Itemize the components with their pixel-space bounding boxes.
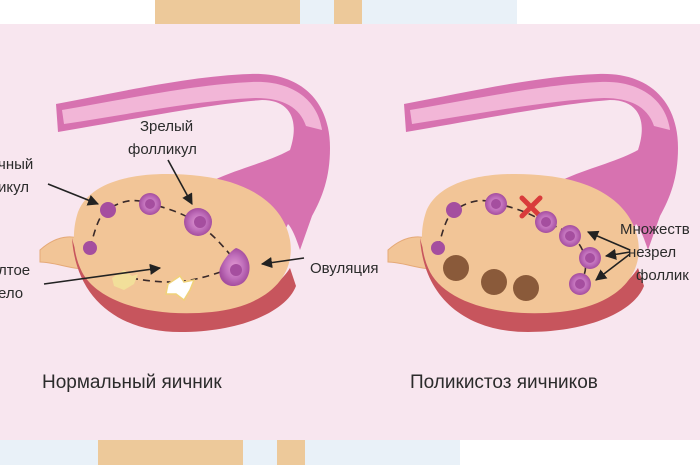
arrow-corpus-luteum — [43, 263, 162, 285]
normal-ovary-illustration: чный икул Зрелый фолликул лтое ело Овуля… — [0, 73, 378, 393]
small-follicle-icon — [446, 202, 462, 218]
blocked-ovulation-cross-icon — [519, 195, 543, 219]
immature-follicle-core-icon — [541, 217, 551, 227]
top-frame-blue-block-right — [362, 0, 517, 24]
mature-follicle-core-icon — [194, 216, 206, 228]
arrow-growing-follicle — [47, 183, 100, 206]
bottom-frame-blue-block-right — [305, 440, 460, 465]
immature-follicle-core-icon — [585, 253, 595, 263]
bottom-frame-tan-block-right — [277, 440, 305, 465]
small-follicle-icon — [431, 241, 445, 255]
arrow-mature-follicle — [167, 159, 193, 205]
bottom-frame-tan-block — [98, 440, 243, 465]
top-frame-blue-block — [300, 0, 334, 24]
caption-pcos-ovary: Поликистоз яичников — [410, 372, 598, 393]
top-frame-tan-block-left — [155, 0, 300, 24]
arrow-immature-follicle-2 — [604, 248, 631, 260]
immature-follicle-core-icon — [565, 231, 575, 241]
label-immature-follicles-line3: фоллик — [636, 267, 689, 284]
growing-follicle-core-icon — [491, 199, 501, 209]
arrow-immature-follicle-1 — [586, 230, 631, 251]
label-mature-follicle-line1: Зрелый — [140, 118, 193, 135]
label-corpus-luteum-line1: лтое — [0, 262, 30, 279]
growing-follicle-core-icon — [145, 199, 155, 209]
label-growing-follicle-line2: икул — [0, 179, 29, 196]
bottom-frame-blue-block-mid — [243, 440, 277, 465]
caption-normal-ovary: Нормальный яичник — [42, 372, 222, 393]
label-immature-follicles-line2: незрел — [628, 244, 676, 261]
label-mature-follicle-line2: фолликул — [128, 141, 197, 158]
ovulating-follicle-core-icon — [230, 264, 242, 276]
arrow-immature-follicle-3 — [595, 253, 631, 281]
corpus-luteum-icon — [165, 274, 196, 302]
top-frame-tan-block-right — [334, 0, 362, 24]
small-follicle-icon — [83, 241, 97, 255]
cyst-icon — [443, 255, 469, 281]
label-corpus-luteum-line2: ело — [0, 285, 23, 302]
arrow-ovulation — [260, 257, 305, 269]
corpus-albicans-icon — [112, 270, 138, 290]
pcos-ovary-illustration: Множеств незрел фоллик Поликистоз яичник… — [387, 73, 690, 393]
cyst-icon — [513, 275, 539, 301]
label-ovulation: Овуляция — [310, 260, 378, 277]
immature-follicle-core-icon — [575, 279, 585, 289]
label-growing-follicle-line1: чный — [0, 156, 33, 173]
bottom-frame-blue-block — [0, 440, 98, 465]
label-immature-follicles-line1: Множеств — [620, 221, 690, 238]
cyst-icon — [481, 269, 507, 295]
small-follicle-icon — [100, 202, 116, 218]
